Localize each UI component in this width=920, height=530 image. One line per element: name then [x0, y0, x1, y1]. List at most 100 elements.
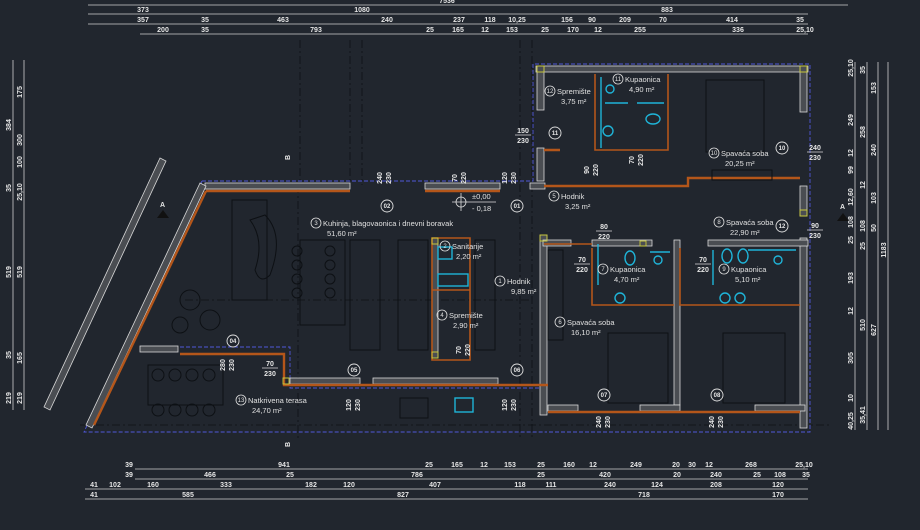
dimension-value: 35 — [201, 27, 209, 34]
dimension-value: 240 — [381, 17, 393, 24]
room-number: 11 — [615, 77, 622, 83]
opening-width: 70 — [578, 257, 586, 264]
dimension-value: 407 — [429, 482, 441, 489]
dimension-value: 160 — [563, 462, 575, 469]
dimension-value: 100 — [17, 156, 24, 168]
room-number: 13 — [238, 398, 245, 404]
door-tag: 11 — [548, 126, 562, 140]
opening-height: 230 — [517, 138, 529, 145]
opening-width: 90 — [811, 223, 819, 230]
dimension-value: 12 — [848, 149, 855, 157]
opening-width: 240 — [709, 416, 716, 428]
room-area: 20,25 m² — [725, 159, 755, 168]
dimension-value: 10,25 — [508, 17, 526, 24]
room-area: 4,70 m² — [614, 275, 640, 284]
dimension-value: 333 — [220, 482, 232, 489]
room-area: 2,90 m² — [453, 321, 479, 330]
room-name: Natkrivena terasa — [248, 396, 308, 405]
dimension-value: 12 — [594, 27, 602, 34]
dimension-value: 182 — [305, 482, 317, 489]
section-label: B — [285, 155, 292, 160]
dimension-value: 153 — [871, 82, 878, 94]
dimension-value: 793 — [310, 27, 322, 34]
dimension-value: 39 — [125, 462, 133, 469]
dimension-value: 25 — [541, 27, 549, 34]
room-name: Kupaonica — [625, 75, 661, 84]
door-tag: 08 — [710, 388, 724, 402]
dimension-value: 35 — [860, 66, 867, 74]
room-number-circle — [713, 216, 725, 228]
room-area: 22,90 m² — [730, 228, 760, 237]
room-name: Spavaća soba — [721, 149, 769, 158]
opening-height: 220 — [638, 154, 645, 166]
opening-height: 230 — [386, 172, 393, 184]
opening-height: 230 — [605, 416, 612, 428]
opening-height: 230 — [355, 399, 362, 411]
opening-height: 220 — [465, 344, 472, 356]
walls — [43, 65, 809, 429]
room-number: 5 — [552, 194, 556, 200]
dimension-value: 12 — [860, 181, 867, 189]
room-name: Hodnik — [561, 192, 585, 201]
room-number: 12 — [547, 89, 554, 95]
dimension-value: 208 — [710, 482, 722, 489]
dimension-value: 786 — [411, 472, 423, 479]
room-number-circle — [597, 263, 609, 275]
room-number: 10 — [711, 151, 718, 157]
opening-height: 230 — [809, 155, 821, 162]
room-number-circle — [612, 73, 624, 85]
dimension-value: 941 — [278, 462, 290, 469]
door-tag-number: 05 — [351, 368, 358, 374]
room-name: Kupaonica — [731, 265, 767, 274]
opening-height: 230 — [264, 371, 276, 378]
dimension-value: 12,60 — [848, 188, 855, 206]
room-number-circle — [718, 263, 730, 275]
dimension-value: 165 — [17, 352, 24, 364]
dimension-value: 108 — [848, 216, 855, 228]
dimension-value: 384 — [6, 119, 13, 131]
room-number: 9 — [722, 267, 726, 273]
dimension-value: 627 — [871, 324, 878, 336]
dimension-value: 420 — [599, 472, 611, 479]
door-tag-number: 08 — [714, 393, 721, 399]
room-number: 8 — [717, 220, 721, 226]
dimension-value: 25 — [537, 472, 545, 479]
room-number-circle — [548, 190, 560, 202]
opening-height: 220 — [576, 267, 588, 274]
facade-outline — [83, 63, 811, 433]
dimension-value: 25 — [753, 472, 761, 479]
sanitary-fixtures — [437, 77, 796, 413]
dimension-value: 153 — [506, 27, 518, 34]
dimension-value: 35 — [6, 184, 13, 192]
dimension-value: 219 — [6, 392, 13, 404]
dimension-value: 124 — [651, 482, 663, 489]
door-tag-number: 06 — [514, 368, 521, 374]
opening-width: 70 — [629, 156, 636, 164]
dimension-value: 12 — [705, 462, 713, 469]
dimension-value: 25 — [848, 236, 855, 244]
dimension-value: 41 — [90, 492, 98, 499]
door-tag: 02 — [380, 199, 394, 213]
door-tag: 10 — [775, 141, 789, 155]
opening-height: 220 — [598, 234, 610, 241]
dimension-value: 120 — [343, 482, 355, 489]
door-tag: 12 — [775, 219, 789, 233]
